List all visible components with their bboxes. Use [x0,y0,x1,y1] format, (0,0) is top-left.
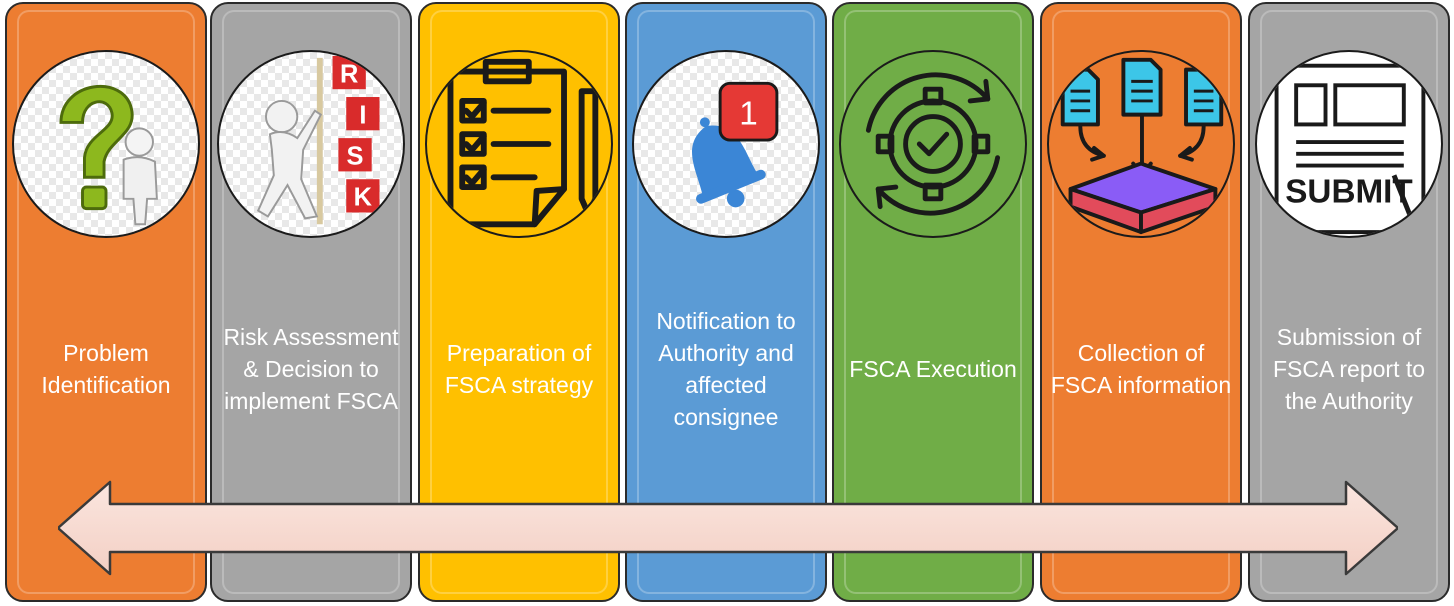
submit-form-icon: SUBMIT [1255,50,1443,238]
risk-letter: K [354,184,373,212]
step-submission-report: SUBMIT Submission of FSCA report to the … [1248,2,1450,602]
step-problem-identification: Problem Identification [5,2,207,602]
step-fsca-execution: FSCA Execution [832,2,1034,602]
step-risk-assessment: R I S K Risk Assessment & Decision to im… [210,2,412,602]
step-label: Problem Identification [41,340,171,398]
clipboard-checklist-icon [425,50,613,238]
notification-badge-count: 1 [739,95,758,132]
step-preparation-strategy: Preparation of FSCA strategy [418,2,620,602]
step-label: Preparation of FSCA strategy [444,340,594,398]
risk-letter: R [340,60,358,88]
risk-blocks-icon: R I S K [217,50,405,238]
documents-into-box-icon [1047,50,1235,238]
step-label: Notification to Authority and affected c… [656,308,796,430]
step-label: FSCA Execution [849,356,1017,382]
double-headed-arrow [58,480,1398,576]
step-label: Submission of FSCA report to the Authori… [1272,324,1426,414]
step-collection-information: Collection of FSCA information [1040,2,1242,602]
risk-letter: I [359,101,366,129]
gear-check-icon [839,50,1027,238]
step-label: Risk Assessment & Decision to implement … [223,324,399,414]
step-label: Collection of FSCA information [1050,340,1232,398]
notification-bell-icon: 1 [632,50,820,238]
question-mark-figure-icon [12,50,200,238]
step-notification: 1 Notification to Authority and affected… [625,2,827,602]
submit-text: SUBMIT [1285,174,1413,211]
risk-letter: S [347,143,364,171]
